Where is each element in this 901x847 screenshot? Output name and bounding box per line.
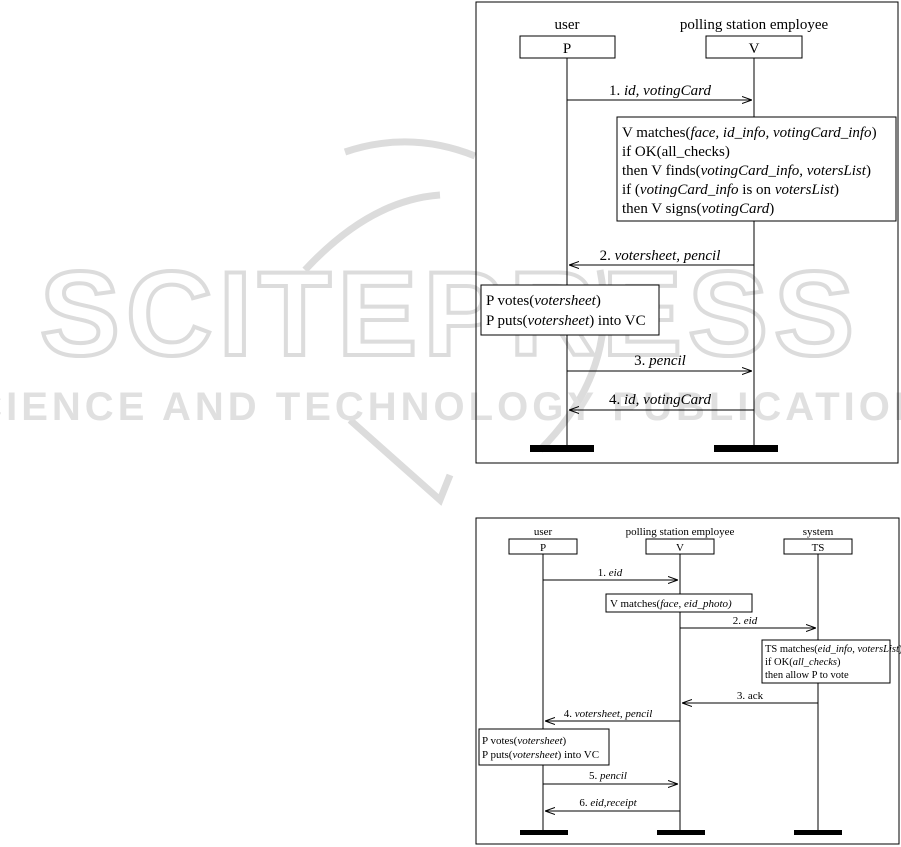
actor-ts-name: TS	[812, 542, 825, 554]
lifeline-ts-end	[794, 830, 842, 835]
note-p-votes-2	[478, 728, 610, 766]
lifeline-p-end-2	[520, 830, 568, 835]
diagram1-frame	[475, 1, 899, 464]
note-ts-matches-text: TS matches(eid_info, votersList)if OK(al…	[765, 644, 901, 681]
actor-user-label-2: user	[534, 526, 553, 538]
note-ts-matches	[761, 639, 891, 684]
note-p-votes-2-text: P votes(votersheet)P puts(votersheet) in…	[482, 735, 599, 761]
message-1-label: 1. id, votingCard	[609, 83, 711, 99]
diagram2-frame	[475, 517, 900, 845]
message2-5-label: 5. pencil	[589, 770, 627, 782]
actor-employee-label: polling station employee	[680, 17, 829, 33]
sequence-diagram-2: user P polling station employee V system…	[475, 517, 901, 845]
note-v-matches	[605, 593, 753, 613]
note-v-checks	[616, 116, 897, 222]
note-v-checks-text: V matches(face, id_info, votingCard_info…	[622, 125, 877, 217]
message-2-label: 2. votersheet, pencil	[600, 248, 721, 264]
message-4-label: 4. id, votingCard	[609, 392, 711, 408]
lifeline-p-end	[530, 445, 594, 452]
note-p-votes-text: P votes(votersheet)P puts(votersheet) in…	[486, 293, 646, 329]
message2-3-label: 3. ack	[737, 690, 764, 702]
note-p-votes	[480, 284, 660, 336]
message-3-label: 3. pencil	[634, 353, 686, 369]
actor-v-name: V	[749, 41, 760, 57]
sequence-diagram-1: user P polling station employee V 1. id,…	[475, 1, 899, 464]
actor-system-label: system	[803, 526, 834, 538]
watermark-tagline: SCIENCE AND TECHNOLOGY PUBLICATIONS	[0, 385, 901, 429]
actor-v-name-2: V	[676, 542, 684, 554]
message2-1-label: 1. eid	[598, 567, 623, 579]
lifeline-v-end	[714, 445, 778, 452]
lifeline-v-end-2	[657, 830, 705, 835]
actor-p-name: P	[563, 41, 571, 57]
actor-p-name-2: P	[540, 542, 546, 554]
watermark-brand: SCITEPRESS	[40, 247, 860, 381]
actor-user-label: user	[555, 17, 580, 33]
actor-employee-label-2: polling station employee	[626, 526, 735, 538]
note-v-matches-text: V matches(face, eid_photo)	[610, 598, 732, 610]
message2-4-label: 4. votersheet, pencil	[564, 708, 653, 720]
message2-6-label: 6. eid,receipt	[579, 797, 637, 809]
message2-2-label: 2. eid	[733, 615, 758, 627]
